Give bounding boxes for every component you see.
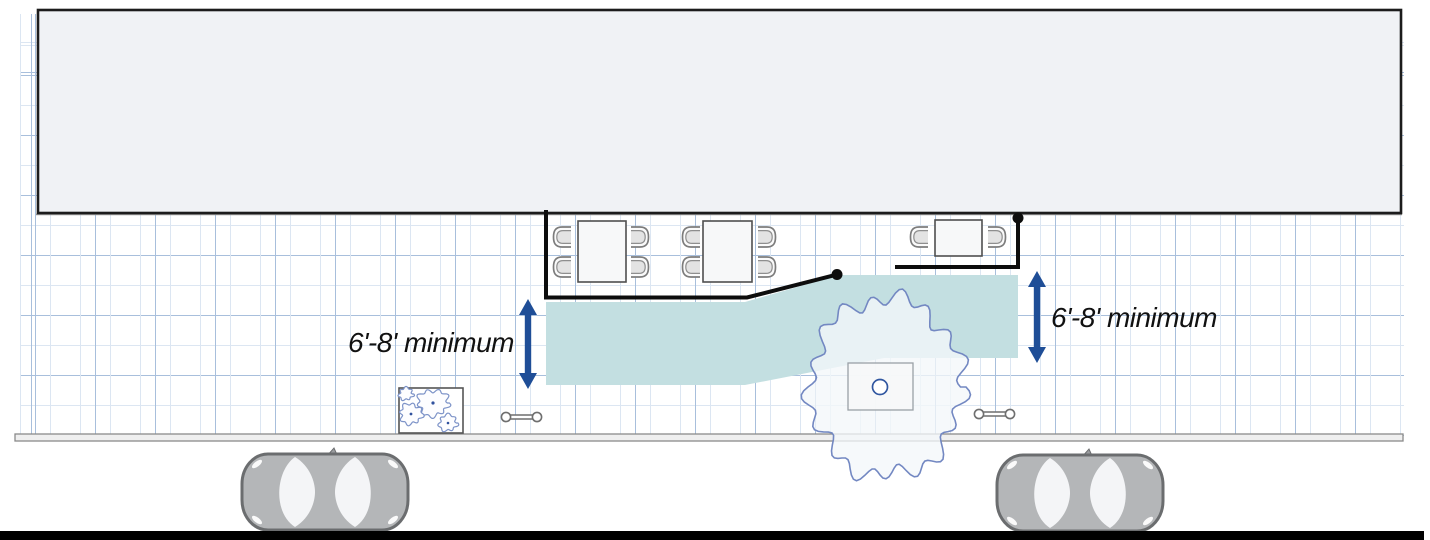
cafe-boundary (544, 210, 1024, 300)
cafe-boundary-left (544, 210, 840, 300)
clearance-label-right: 6'-8' minimum (1051, 302, 1218, 333)
cafe-table-3 (909, 219, 1007, 257)
cafe-boundary-right (895, 216, 1020, 269)
boundary-endpoint (1012, 212, 1024, 224)
bike-rack (500, 411, 543, 423)
tree-trunk (871, 378, 889, 396)
shrub (397, 385, 416, 402)
cafe-table-2 (681, 220, 777, 283)
curb-line (14, 433, 1404, 442)
cafe-table-1 (552, 220, 650, 283)
building-footprint (36, 8, 1403, 216)
shrub-planter (397, 385, 464, 434)
parked-car (995, 447, 1165, 539)
clearance-arrow-right (1028, 271, 1046, 363)
clearance-label-left: 6'-8' minimum (348, 327, 515, 358)
boundary-endpoint (831, 269, 843, 280)
bottom-border-bar (0, 531, 1424, 540)
street-tree (800, 288, 972, 482)
bike-rack (973, 408, 1016, 420)
clearance-arrow-left (519, 299, 537, 389)
parked-car (240, 446, 410, 538)
